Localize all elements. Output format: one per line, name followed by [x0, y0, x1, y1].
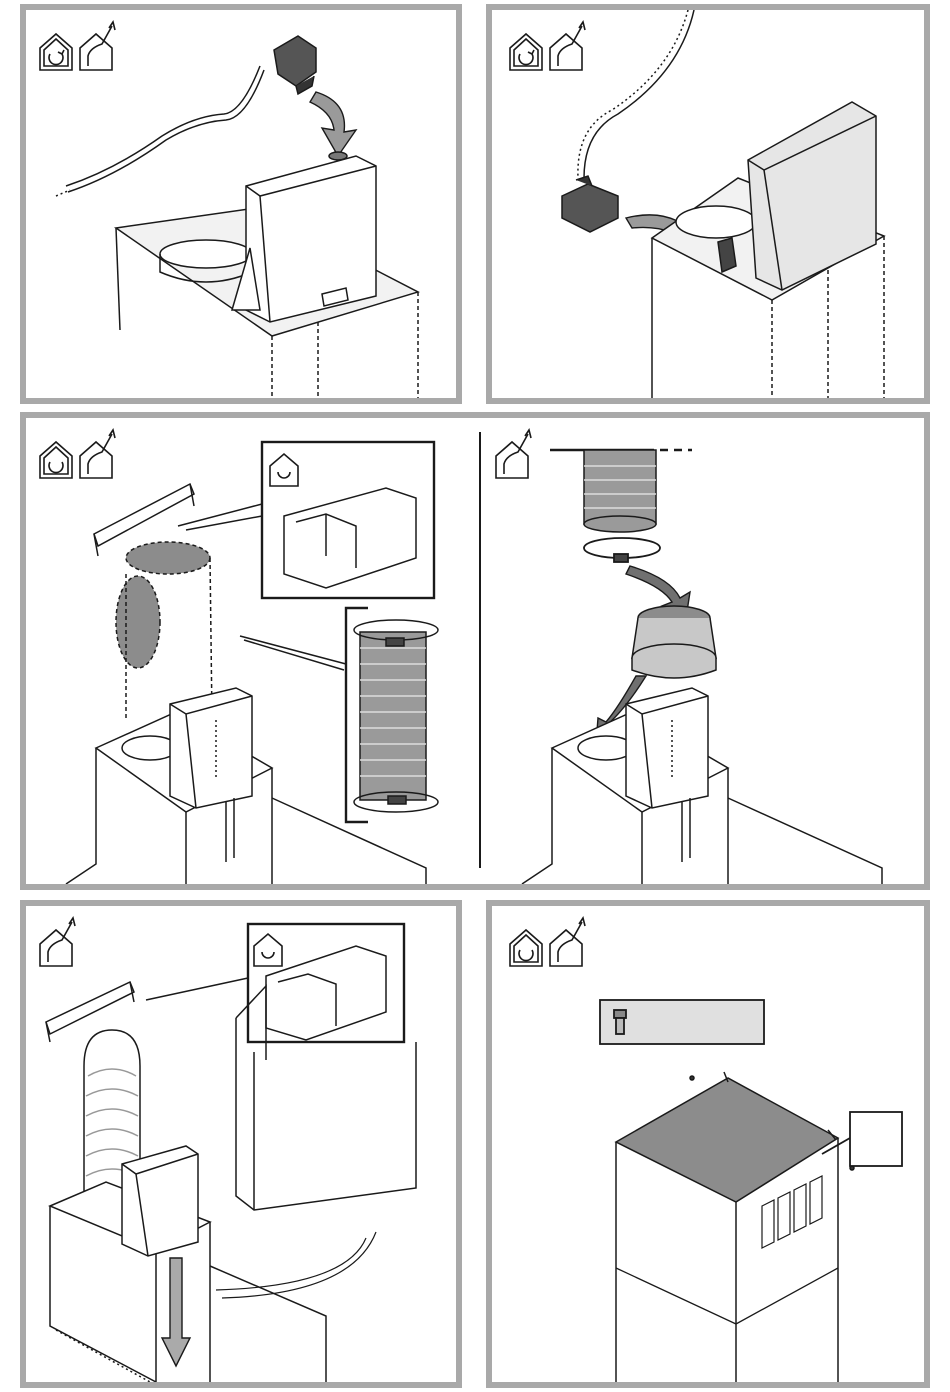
callout-air-box [178, 442, 434, 598]
step-4-illustration [26, 906, 456, 1382]
power-plug [562, 176, 618, 232]
step-4-panel [20, 900, 462, 1388]
step-2-panel [486, 4, 930, 404]
step-2-illustration [492, 10, 924, 398]
screw-box [600, 1000, 764, 1044]
hood-top-unit [116, 152, 418, 398]
exhaust-mode-icon [40, 918, 75, 966]
hose-clamp [584, 538, 660, 562]
slide-down-arrow [162, 1258, 190, 1366]
callout-air-box [146, 924, 404, 1042]
step-5-panel [486, 900, 930, 1388]
step-1-panel [20, 4, 462, 404]
hood-body-right [522, 688, 882, 884]
move-arrow [216, 1232, 376, 1298]
callout-flex-duct [240, 608, 438, 822]
hood-top-unit [652, 102, 884, 398]
exhaust-mode-icon [80, 22, 115, 70]
chimney-top [616, 1072, 854, 1202]
flex-duct-hanging [584, 450, 656, 532]
step-5-illustration [492, 906, 924, 1382]
step-3-illustration [26, 418, 924, 884]
duct-adapter [632, 606, 716, 678]
insert-arrow [310, 92, 356, 156]
exhaust-mode-icon [550, 22, 585, 70]
power-cable [56, 66, 264, 196]
power-plug [274, 36, 316, 94]
power-cable [578, 10, 694, 178]
recirculation-mode-icon [510, 34, 542, 70]
vent-slots [762, 1176, 822, 1248]
exhaust-mode-icon [496, 430, 531, 478]
step-1-illustration [26, 10, 456, 398]
exhaust-mode-icon [80, 430, 115, 478]
exhaust-mode-icon [550, 918, 585, 966]
duct-outline [116, 542, 212, 718]
recirculation-mode-icon [40, 34, 72, 70]
screw-icon [614, 1010, 626, 1034]
recirculation-mode-icon [40, 442, 72, 478]
step-3-panel [20, 412, 930, 890]
recirculation-mode-icon [510, 930, 542, 966]
